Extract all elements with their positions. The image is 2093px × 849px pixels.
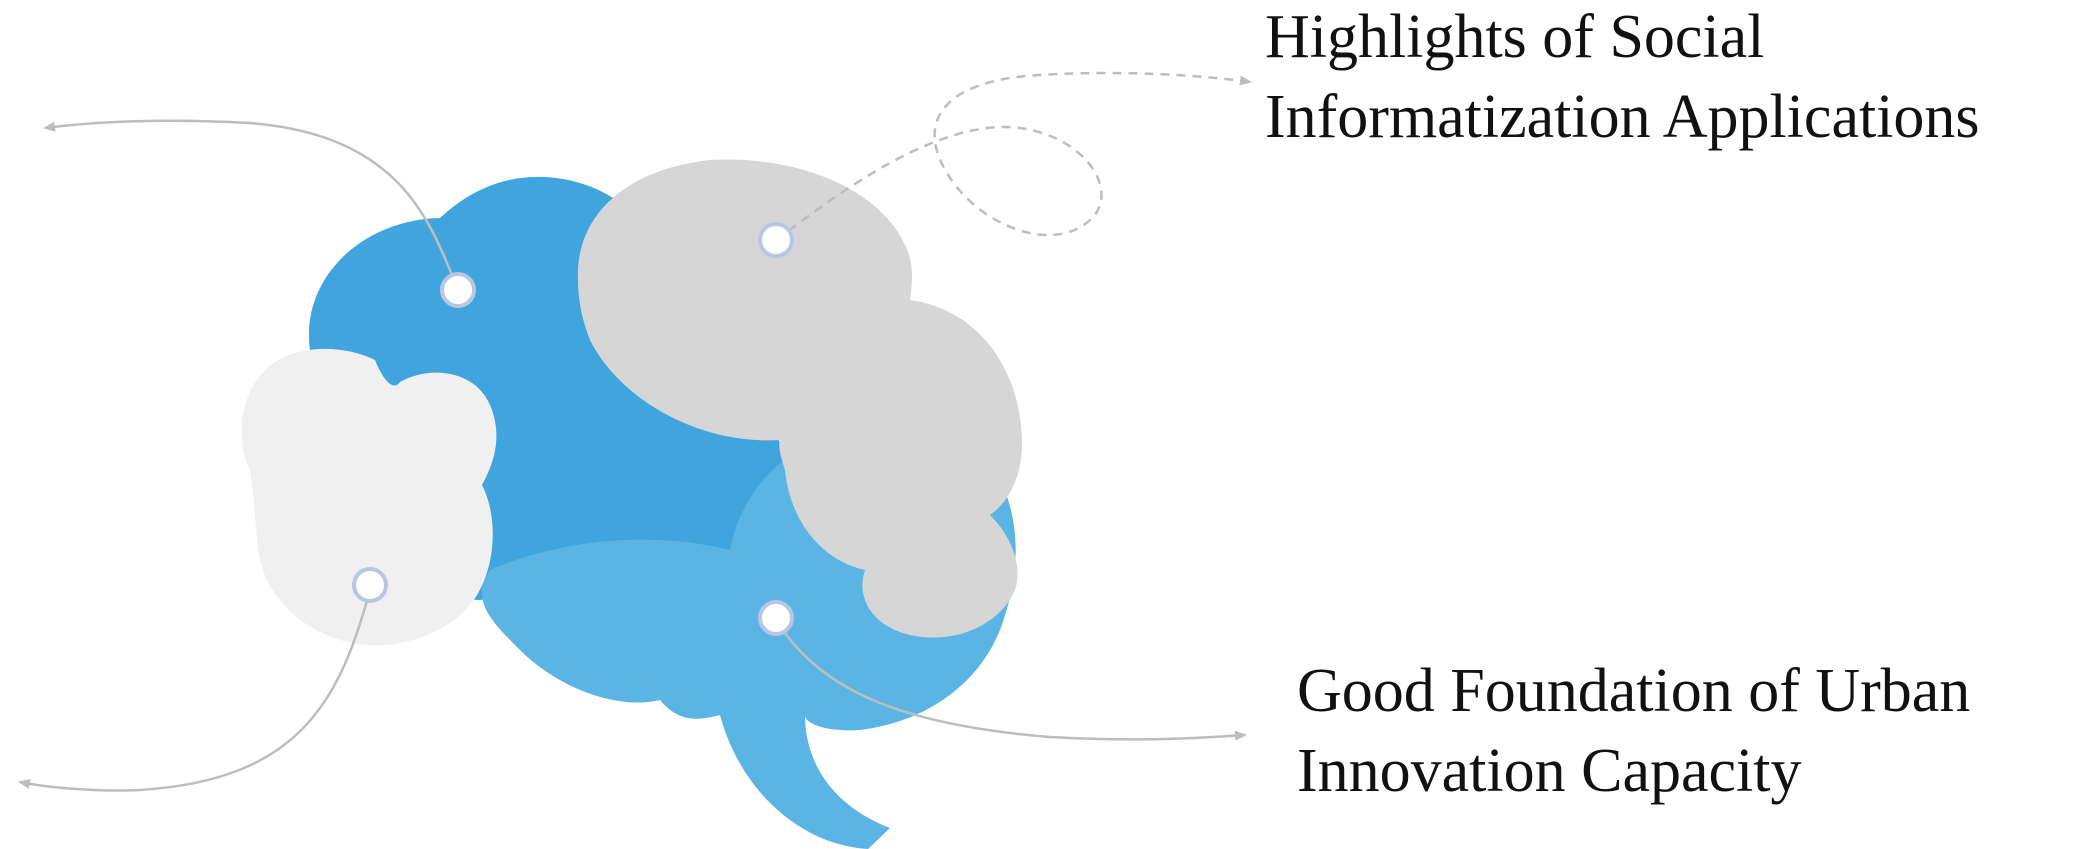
connectors: [18, 71, 1252, 792]
node-upper-right: [758, 222, 794, 258]
connector-upper-right: [775, 71, 1252, 242]
node-lower-left: [352, 567, 388, 603]
label-urban-innovation-line1: Good Foundation of Urban: [1297, 657, 1971, 725]
node-lower-right: [758, 600, 794, 636]
nodes: [352, 222, 794, 636]
connector-upper-left: [43, 119, 460, 291]
label-social-informatization-line1: Highlights of Social: [1265, 3, 1765, 71]
label-social-informatization-line2: Informatization Applications: [1265, 83, 1980, 151]
lobe-light-gray: [241, 348, 497, 646]
node-upper-left: [440, 272, 476, 308]
connector-lower-left: [18, 589, 372, 792]
connector-lower-right: [774, 619, 1247, 741]
label-urban-innovation: Good Foundation of Urban Innovation Capa…: [1297, 651, 1970, 811]
label-urban-innovation-line2: Innovation Capacity: [1297, 737, 1802, 805]
label-social-informatization: Highlights of Social Informatization App…: [1265, 0, 1980, 157]
lobe-gray: [577, 159, 1023, 638]
